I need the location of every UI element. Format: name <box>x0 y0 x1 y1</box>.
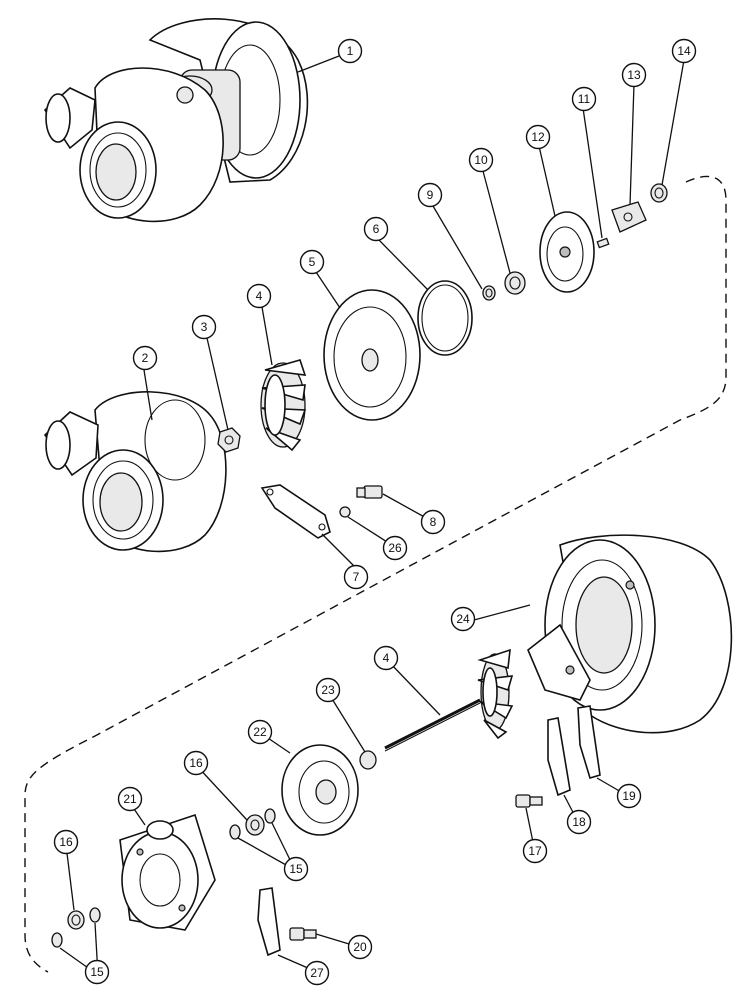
callout-11: 11 <box>571 86 597 112</box>
washer <box>339 506 351 518</box>
callout-label: 5 <box>309 255 316 269</box>
callout-15-left: 15 <box>84 959 110 985</box>
callout-label: 8 <box>430 515 437 529</box>
callout-label: 27 <box>310 966 324 980</box>
callout-4-top: 4 <box>246 283 272 309</box>
callout-label: 17 <box>528 844 542 858</box>
callout-17: 17 <box>522 838 548 864</box>
seal-insert <box>504 271 526 295</box>
turbocharger-assembly <box>43 18 309 223</box>
callout-label: 18 <box>572 815 586 829</box>
compressor-wheel <box>260 359 307 452</box>
bolt-turbine <box>515 794 543 808</box>
callout-label: 24 <box>456 612 470 626</box>
callout-label: 6 <box>373 222 380 236</box>
callout-label: 23 <box>321 683 335 697</box>
callout-label: 19 <box>622 789 636 803</box>
backplate <box>323 289 421 421</box>
callout-label: 9 <box>427 188 434 202</box>
callout-10: 10 <box>468 147 494 173</box>
callout-label: 2 <box>142 351 149 365</box>
callout-19: 19 <box>616 783 642 809</box>
seal-ring-lower <box>359 750 377 770</box>
callout-label: 26 <box>388 541 402 555</box>
callout-label: 3 <box>201 320 208 334</box>
lock-plate-turbine-right <box>577 705 601 779</box>
callout-label: 16 <box>189 756 203 770</box>
compressor-housing <box>43 391 227 553</box>
callout-12: 12 <box>525 124 551 150</box>
piston-ring <box>482 285 496 301</box>
callout-label: 22 <box>253 725 267 739</box>
callout-9: 9 <box>417 182 443 208</box>
callout-label: 4 <box>383 651 390 665</box>
callout-label: 13 <box>627 68 641 82</box>
callout-22: 22 <box>247 719 273 745</box>
retaining-ring-center-left <box>229 824 241 840</box>
retaining-ring-left-a <box>51 932 63 948</box>
callout-label: 10 <box>474 153 488 167</box>
assembly-dashed-line <box>24 175 727 973</box>
callout-label: 11 <box>578 92 591 106</box>
retaining-ring-center-right <box>264 808 276 824</box>
callout-label: 21 <box>123 792 137 806</box>
callout-18: 18 <box>566 809 592 835</box>
callout-20: 20 <box>347 934 373 960</box>
callout-13: 13 <box>621 62 647 88</box>
callout-label: 14 <box>677 44 691 58</box>
bolt <box>356 485 383 499</box>
callout-8: 8 <box>420 509 446 535</box>
thrust-bearing <box>539 211 595 293</box>
shaft-and-turbine-wheel <box>384 648 514 752</box>
callout-2: 2 <box>132 345 158 371</box>
callout-23: 23 <box>315 677 341 703</box>
bearing-left <box>67 910 85 930</box>
callout-label: 7 <box>353 570 360 584</box>
callout-24: 24 <box>450 606 476 632</box>
callout-label: 15 <box>90 965 104 979</box>
screw <box>596 237 610 249</box>
callout-4-bottom: 4 <box>373 645 399 671</box>
callout-3: 3 <box>191 314 217 340</box>
callout-label: 16 <box>59 835 73 849</box>
bearing-center <box>245 814 265 836</box>
callout-26: 26 <box>382 535 408 561</box>
callout-label: 4 <box>256 289 263 303</box>
callout-16-center: 16 <box>183 750 209 776</box>
retaining-ring-left-b <box>89 907 101 923</box>
callout-15-center: 15 <box>283 856 309 882</box>
callout-6: 6 <box>363 216 389 242</box>
callout-1: 1 <box>337 38 363 64</box>
callout-label: 15 <box>289 862 303 876</box>
turbine-housing <box>527 534 733 734</box>
thrust-collar <box>611 201 647 233</box>
callout-label: 20 <box>353 940 367 954</box>
nut <box>217 427 241 453</box>
callout-label: 12 <box>531 130 545 144</box>
lock-plate-center <box>257 887 281 957</box>
callout-7: 7 <box>343 564 369 590</box>
seal-ring <box>417 280 473 356</box>
callout-21: 21 <box>117 786 143 812</box>
center-housing <box>119 813 216 931</box>
callout-label: 1 <box>347 44 354 58</box>
sleeve <box>650 183 668 203</box>
heat-shield <box>281 744 359 836</box>
callout-14: 14 <box>671 38 697 64</box>
callout-16-left: 16 <box>53 829 79 855</box>
callout-27: 27 <box>304 960 330 986</box>
lock-plate-turbine-left <box>547 717 571 797</box>
callout-5: 5 <box>299 249 325 275</box>
bolt-center <box>289 927 317 941</box>
lock-plate <box>260 484 331 539</box>
